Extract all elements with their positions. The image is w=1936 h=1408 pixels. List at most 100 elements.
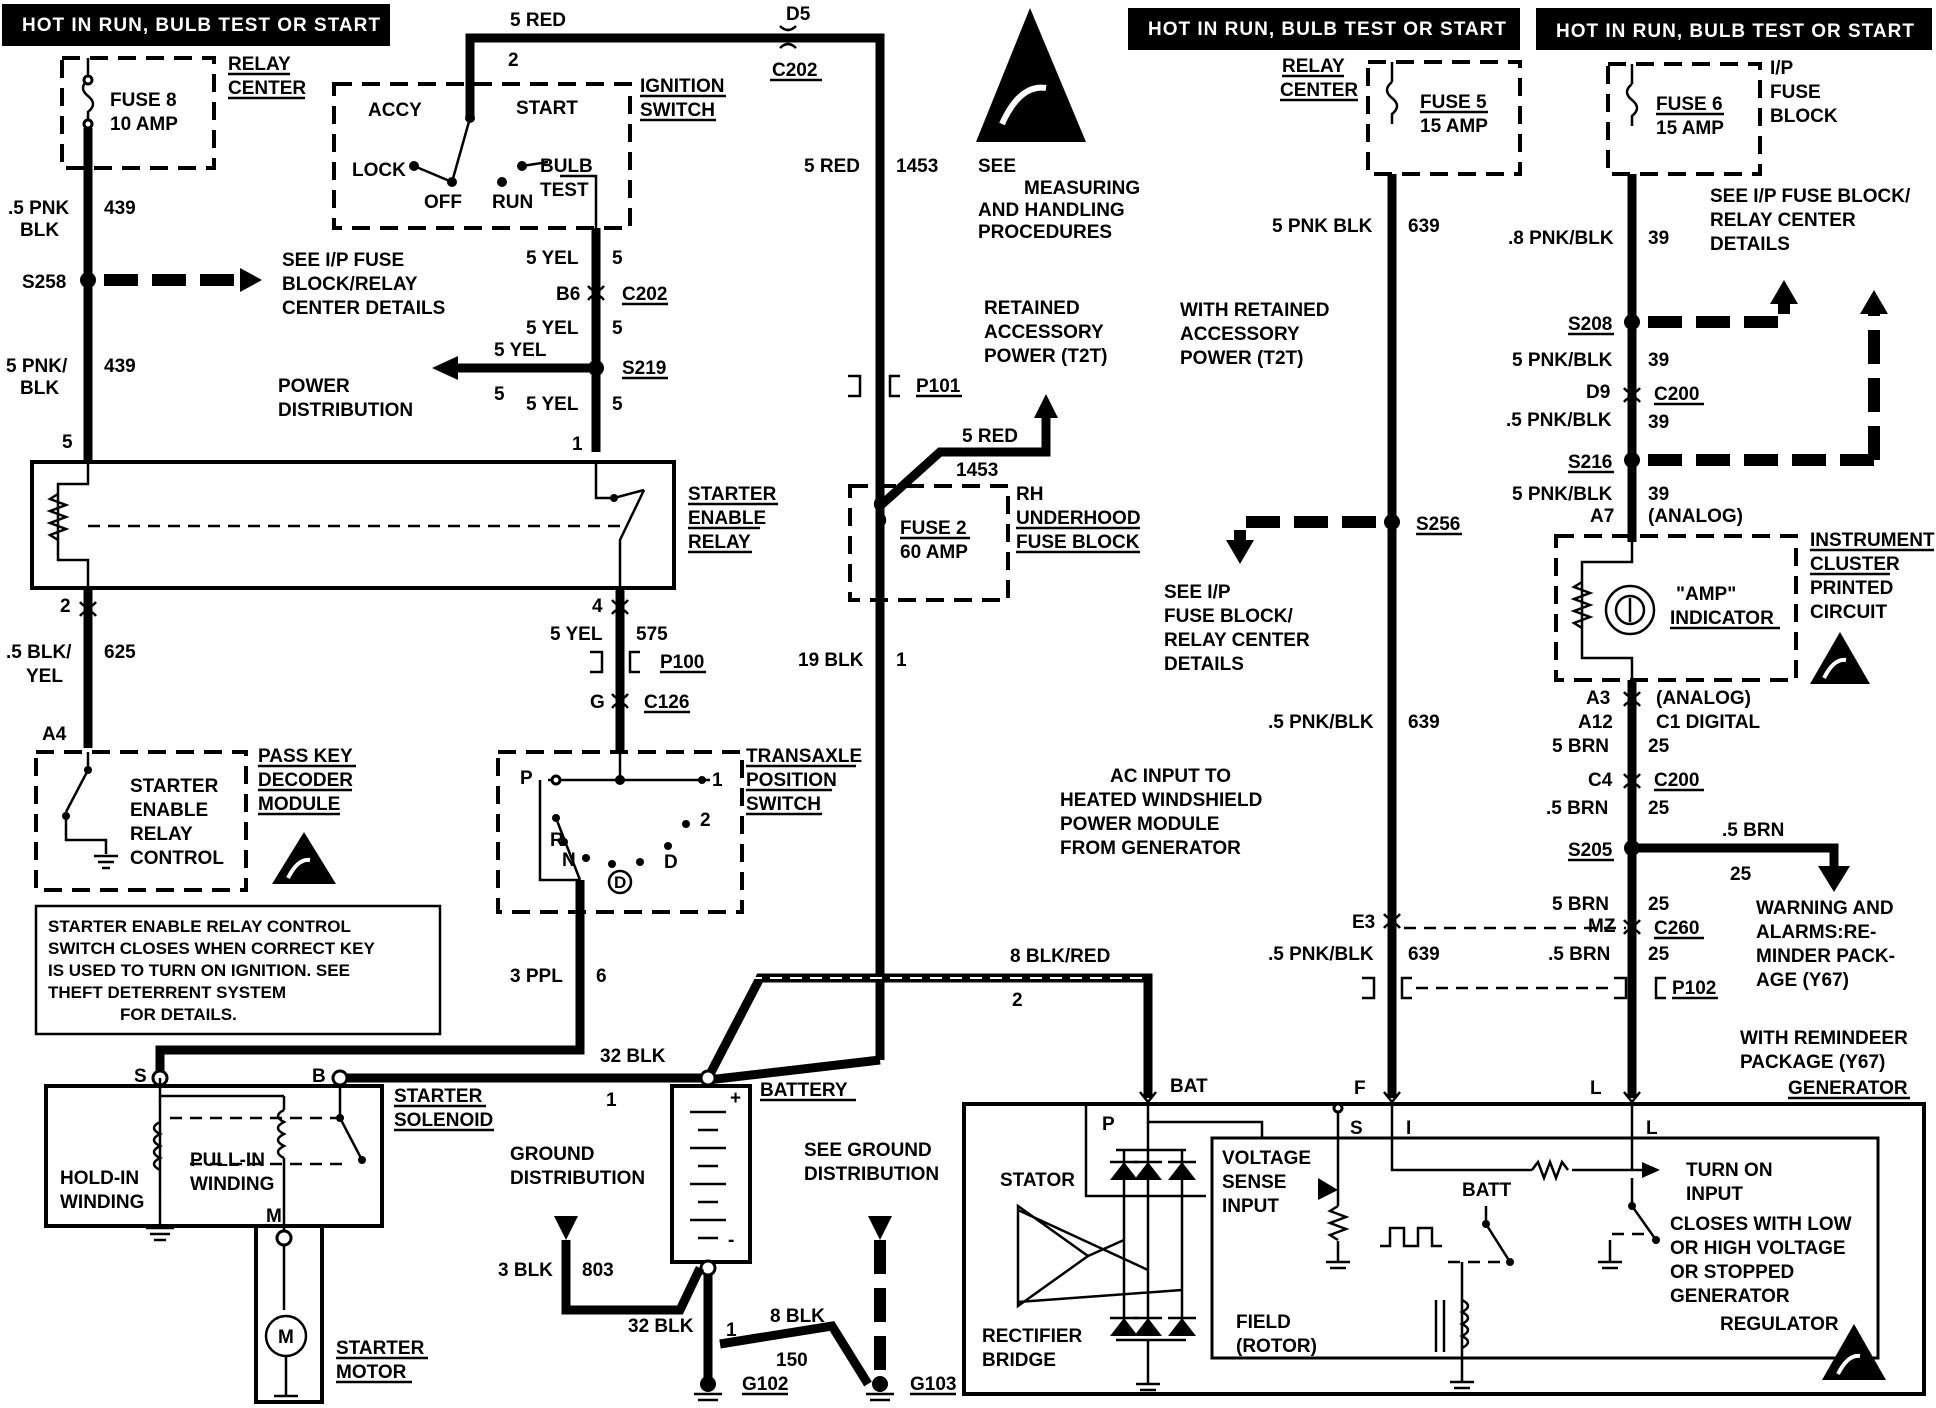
header-bar-right	[1536, 8, 1932, 50]
svg-text:FUSE BLOCK: FUSE BLOCK	[1016, 532, 1140, 553]
svg-text:S216: S216	[1568, 452, 1612, 473]
svg-text:POWER (T2T): POWER (T2T)	[984, 346, 1108, 367]
svg-text:I: I	[1406, 1118, 1411, 1139]
svg-text:TEST: TEST	[540, 180, 589, 201]
svg-text:39: 39	[1648, 228, 1669, 249]
wire-803	[561, 1240, 705, 1315]
svg-text:OR HIGH VOLTAGE: OR HIGH VOLTAGE	[1670, 1238, 1846, 1259]
svg-text:INPUT: INPUT	[1686, 1184, 1743, 1205]
svg-text:639: 639	[1408, 944, 1440, 965]
svg-text:5: 5	[612, 318, 623, 339]
svg-text:SOLENOID: SOLENOID	[394, 1110, 493, 1131]
svg-text:F: F	[1354, 1078, 1366, 1099]
fuse2-symbol	[873, 495, 887, 538]
svg-text:AC INPUT TO: AC INPUT TO	[1110, 766, 1231, 787]
svg-text:A12: A12	[1578, 712, 1613, 733]
svg-text:RELAY: RELAY	[1282, 56, 1345, 77]
relay-center-2: CENTER	[228, 78, 306, 99]
generator-box	[962, 1102, 1926, 1396]
svg-text:C200: C200	[1654, 770, 1699, 791]
svg-text:TURN ON: TURN ON	[1686, 1160, 1773, 1181]
svg-text:5 PNK/BLK: 5 PNK/BLK	[1512, 350, 1613, 371]
svg-text:(ANALOG): (ANALOG)	[1648, 506, 1743, 527]
esd-warning-icon-1	[272, 832, 336, 884]
svg-text:D: D	[614, 873, 626, 892]
svg-text:BATTERY: BATTERY	[760, 1080, 848, 1101]
svg-text:RELAY: RELAY	[688, 532, 751, 553]
svg-text:SWITCH CLOSES WHEN CORRECT KEY: SWITCH CLOSES WHEN CORRECT KEY	[48, 939, 375, 958]
svg-text:SWITCH: SWITCH	[746, 794, 821, 815]
svg-text:C202: C202	[772, 60, 817, 81]
svg-text:D9: D9	[1586, 382, 1610, 403]
svg-text:MOTOR: MOTOR	[336, 1362, 407, 1383]
svg-text:.5 BRN: .5 BRN	[1548, 944, 1610, 965]
svg-text:CLUSTER: CLUSTER	[1810, 554, 1900, 575]
svg-text:P101: P101	[916, 376, 961, 397]
svg-text:L: L	[1590, 1078, 1602, 1099]
svg-text:P: P	[520, 768, 533, 789]
relay-center-1: RELAY	[228, 54, 291, 75]
svg-text:SEE I/P: SEE I/P	[1164, 582, 1231, 603]
svg-text:SWITCH: SWITCH	[640, 100, 715, 121]
svg-text:R: R	[550, 830, 564, 851]
svg-text:S208: S208	[1568, 314, 1612, 335]
svg-text:5: 5	[494, 384, 505, 405]
svg-text:STARTER: STARTER	[336, 1338, 425, 1359]
relay-center-box-left	[60, 56, 216, 170]
regulator-box	[1210, 1136, 1880, 1360]
svg-text:.5 PNK/BLK: .5 PNK/BLK	[1506, 410, 1612, 431]
svg-text:D5: D5	[786, 4, 811, 25]
svg-text:39: 39	[1648, 412, 1669, 433]
svg-text:OFF: OFF	[424, 192, 462, 213]
svg-text:MZ: MZ	[1588, 916, 1616, 937]
svg-text:IGNITION: IGNITION	[640, 76, 724, 97]
svg-text:S205: S205	[1568, 840, 1613, 861]
svg-text:M: M	[278, 1327, 294, 1348]
svg-text:B: B	[312, 1066, 326, 1087]
svg-text:C4: C4	[1588, 770, 1613, 791]
esd-warning-icon-2	[1810, 632, 1870, 684]
header-bar-mid	[1128, 8, 1520, 50]
svg-text:C202: C202	[622, 284, 667, 305]
svg-text:3 BLK: 3 BLK	[498, 1260, 553, 1281]
fuse6-symbol	[1625, 83, 1639, 126]
svg-text:1: 1	[572, 434, 583, 455]
splice-s216	[1624, 452, 1640, 468]
svg-text:2: 2	[508, 50, 519, 71]
starter-motor-box	[254, 1224, 324, 1404]
svg-text:WITH RETAINED: WITH RETAINED	[1180, 300, 1330, 321]
svg-text:RELAY: RELAY	[130, 824, 193, 845]
svg-text:C260: C260	[1654, 918, 1699, 939]
svg-text:STARTER: STARTER	[688, 484, 777, 505]
svg-text:5 YEL: 5 YEL	[526, 248, 579, 269]
svg-text:WARNING AND: WARNING AND	[1756, 898, 1894, 919]
svg-text:M: M	[266, 1206, 282, 1227]
svg-text:60 AMP: 60 AMP	[900, 542, 968, 563]
svg-text:A7: A7	[1590, 506, 1614, 527]
svg-text:PRINTED: PRINTED	[1810, 578, 1893, 599]
svg-text:IS USED TO TURN ON IGNITION.: IS USED TO TURN ON IGNITION. SEE	[48, 961, 350, 980]
svg-text:G102: G102	[742, 1374, 788, 1395]
svg-text:POSITION: POSITION	[746, 770, 837, 791]
svg-text:6: 6	[596, 966, 607, 987]
svg-text:POWER MODULE: POWER MODULE	[1060, 814, 1219, 835]
svg-text:S: S	[1350, 1118, 1363, 1139]
svg-text:S258: S258	[22, 272, 66, 293]
splice-s208	[1624, 314, 1640, 330]
svg-text:.5 BRN: .5 BRN	[1546, 798, 1608, 819]
svg-text:CONTROL: CONTROL	[130, 848, 224, 869]
svg-text:.5 PNK: .5 PNK	[8, 198, 70, 219]
svg-text:1: 1	[726, 1320, 737, 1341]
svg-text:RETAINED: RETAINED	[984, 298, 1080, 319]
ip-fuse-block-box	[1606, 62, 1762, 176]
svg-text:1: 1	[606, 1090, 617, 1111]
starter-solenoid-box	[44, 1084, 384, 1228]
svg-text:AGE (Y67): AGE (Y67)	[1756, 970, 1849, 991]
svg-text:5 YEL: 5 YEL	[494, 340, 547, 361]
svg-text:MINDER PACK-: MINDER PACK-	[1756, 946, 1895, 967]
svg-text:SEE: SEE	[978, 156, 1016, 177]
svg-text:P102: P102	[1672, 978, 1716, 999]
svg-text:1: 1	[896, 650, 907, 671]
svg-text:25: 25	[1648, 944, 1670, 965]
svg-text:5 PNK BLK: 5 PNK BLK	[1272, 216, 1373, 237]
